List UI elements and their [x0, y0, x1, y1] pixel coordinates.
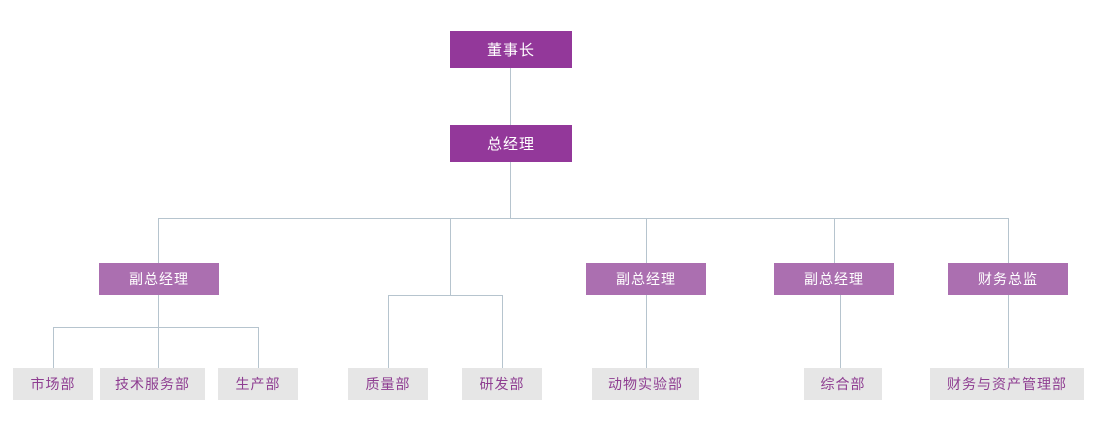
node-dept-general-affairs-label: 综合部	[820, 377, 866, 393]
node-dept-finance-asset-management[interactable]: 财务与资产管理部	[930, 368, 1084, 400]
node-cfo[interactable]: 财务总监	[948, 263, 1068, 295]
connector-deputy1-child-1	[53, 327, 54, 368]
node-dept-general-affairs[interactable]: 综合部	[804, 368, 882, 400]
connector-deputy4-child-1	[840, 295, 841, 368]
connector-cfo-child-1	[1008, 295, 1009, 368]
connector-bus-drop-5	[1008, 218, 1009, 263]
node-general-manager[interactable]: 总经理	[450, 125, 572, 162]
connector-bus-drop-1	[158, 218, 159, 263]
connector-chairman-to-gm	[510, 68, 511, 126]
connector-deputy1-down	[158, 295, 159, 327]
node-dept-marketing-label: 市场部	[30, 377, 76, 393]
node-deputy-gm-2-label: 副总经理	[616, 272, 676, 288]
connector-bus-drop-2	[450, 218, 451, 295]
node-deputy-gm-1[interactable]: 副总经理	[99, 263, 219, 295]
node-dept-production[interactable]: 生产部	[218, 368, 298, 400]
node-deputy-gm-3-label: 副总经理	[804, 272, 864, 288]
node-dept-quality[interactable]: 质量部	[348, 368, 428, 400]
node-dept-technical-service[interactable]: 技术服务部	[100, 368, 205, 400]
connector-deputy2-bus	[388, 295, 503, 296]
node-dept-marketing[interactable]: 市场部	[13, 368, 93, 400]
node-dept-rnd-label: 研发部	[479, 377, 525, 393]
connector-gm-down	[510, 159, 511, 218]
node-dept-rnd[interactable]: 研发部	[462, 368, 542, 400]
node-dept-finance-asset-management-label: 财务与资产管理部	[947, 377, 1067, 393]
connector-level2-bus	[158, 218, 1009, 219]
node-dept-production-label: 生产部	[235, 377, 281, 393]
connector-deputy3-child-1	[646, 295, 647, 368]
node-deputy-gm-3[interactable]: 副总经理	[774, 263, 894, 295]
node-general-manager-label: 总经理	[486, 135, 535, 153]
node-deputy-gm-2[interactable]: 副总经理	[586, 263, 706, 295]
node-dept-quality-label: 质量部	[365, 377, 411, 393]
connector-deputy2-child-2	[502, 295, 503, 368]
node-chairman[interactable]: 董事长	[450, 31, 572, 68]
node-dept-animal-experiment-label: 动物实验部	[608, 377, 683, 393]
connector-deputy2-child-1	[388, 295, 389, 368]
connector-deputy1-child-3	[258, 327, 259, 368]
connector-bus-drop-3	[646, 218, 647, 263]
node-deputy-gm-1-label: 副总经理	[129, 272, 189, 288]
node-dept-animal-experiment[interactable]: 动物实验部	[592, 368, 699, 400]
connector-deputy1-bus	[53, 327, 258, 328]
node-chairman-label: 董事长	[486, 41, 535, 59]
connector-bus-drop-4	[834, 218, 835, 263]
node-dept-technical-service-label: 技术服务部	[115, 377, 190, 393]
connector-deputy1-child-2	[158, 327, 159, 368]
node-cfo-label: 财务总监	[978, 272, 1038, 288]
